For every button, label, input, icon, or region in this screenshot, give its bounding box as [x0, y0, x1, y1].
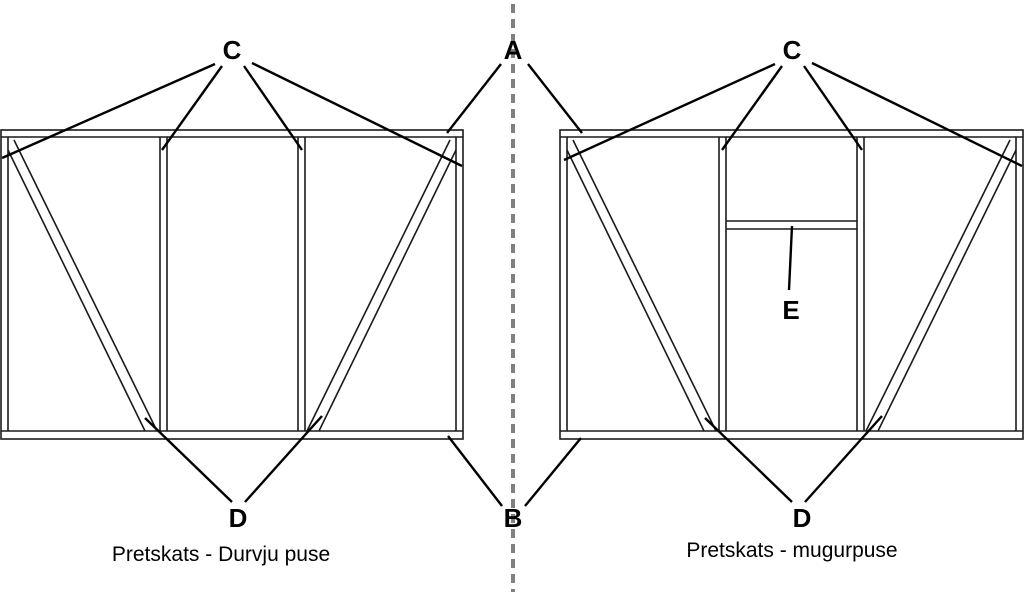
leader-c-right-2	[721, 65, 783, 151]
caption-back: Pretskats - mugurpuse	[686, 539, 897, 562]
leader-d-right-2	[804, 415, 883, 503]
leader-c-left-2	[161, 65, 223, 151]
leader-a-right	[527, 63, 583, 134]
back-frame	[559, 129, 1024, 440]
front-left-brace-b	[13, 139, 158, 432]
leader-e	[787, 225, 794, 291]
back-frame-outline	[559, 129, 1024, 440]
label-a: A	[504, 35, 523, 65]
leader-a-left	[446, 63, 502, 134]
leader-d-left-2	[244, 415, 323, 503]
back-right-brace-b	[865, 139, 1011, 432]
leader-b-right	[524, 437, 582, 507]
front-right-brace-a	[318, 149, 457, 432]
label-d-right: D	[793, 503, 812, 533]
label-b: B	[504, 503, 523, 533]
leader-d-left-1	[144, 417, 233, 503]
label-c-left: C	[223, 35, 242, 65]
back-right-brace-a	[877, 149, 1017, 432]
front-right-brace-b	[306, 139, 451, 432]
label-e: E	[782, 295, 799, 325]
leader-c-left-1	[1, 62, 216, 160]
front-left-brace-a	[7, 149, 146, 432]
leader-lines	[1, 61, 1023, 507]
label-c-right: C	[783, 35, 802, 65]
back-left-brace-a	[566, 149, 705, 432]
leader-d-right-1	[704, 417, 793, 503]
leader-c-right-4	[811, 61, 1023, 168]
leader-c-right-1	[563, 62, 776, 162]
leader-c-left-3	[243, 65, 303, 151]
front-frame	[0, 129, 464, 440]
front-frame-outline	[0, 129, 464, 440]
caption-front: Pretskats - Durvju puse	[112, 543, 330, 566]
leader-c-right-3	[803, 65, 863, 151]
label-d-left: D	[229, 503, 248, 533]
leader-c-left-4	[251, 61, 463, 168]
leader-b-left	[447, 435, 503, 507]
back-left-brace-b	[572, 139, 717, 432]
